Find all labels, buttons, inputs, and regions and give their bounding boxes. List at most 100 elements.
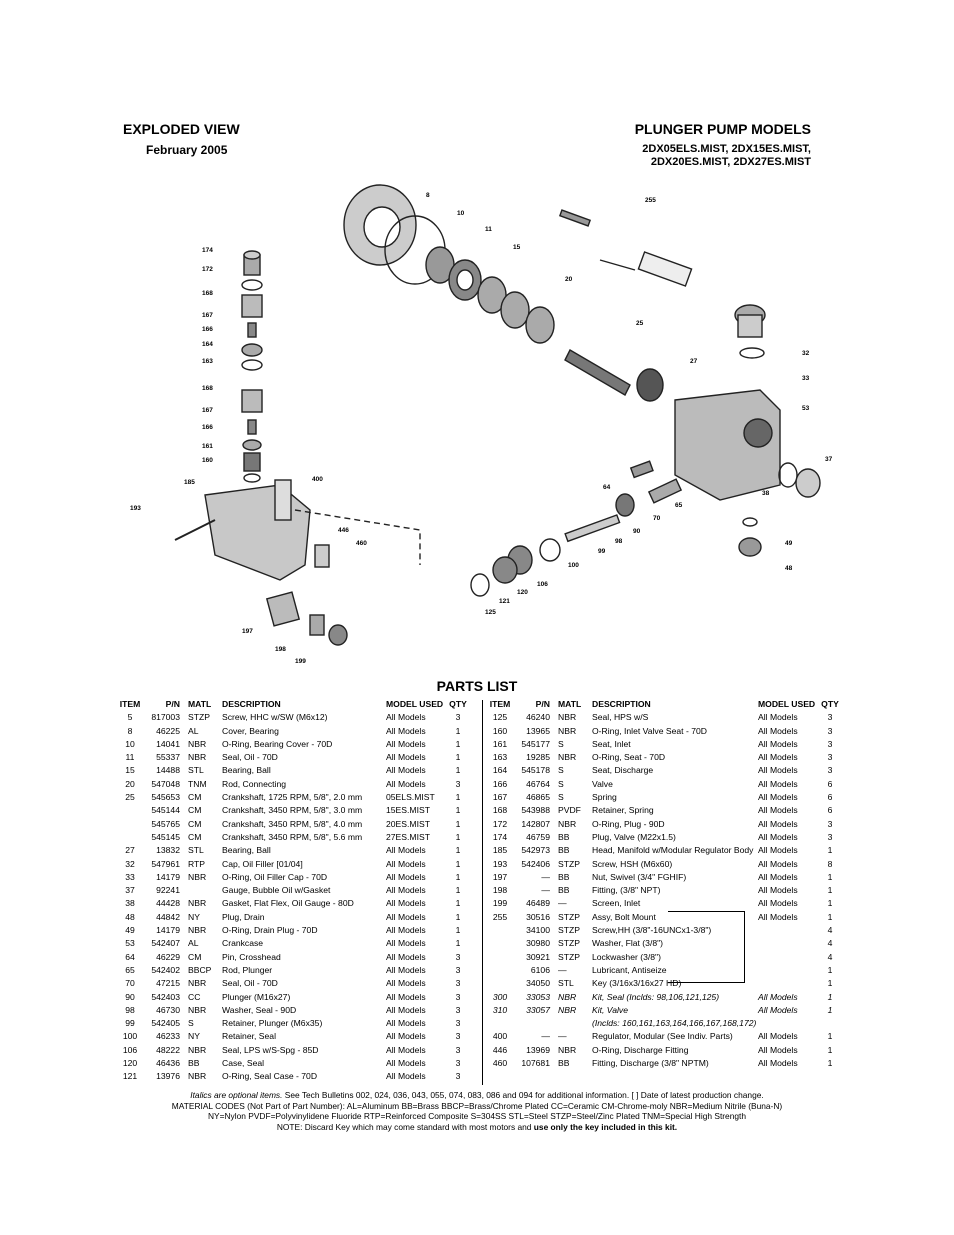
desc-cell: Retainer, Plunger (M6x35) [222,1018,323,1029]
model-cell [758,951,820,964]
callout: 65 [675,502,683,509]
pn-cell: 547048 [151,778,180,789]
desc-cell: O-Ring, Bearing Cover - 70D [222,738,333,749]
desc-cell: Crankshaft, 3450 RPM, 5/8", 4.0 mm [222,818,363,829]
qty-cell: 6 [827,778,833,789]
callout: 161 [202,443,213,450]
callout: 25 [636,320,644,327]
parts-list-title: PARTS LIST [436,678,518,694]
pn-cell: 34100 [526,925,550,936]
col-item: ITEM [489,699,511,709]
item-cell: 10 [125,738,135,749]
qty-cell: 1 [455,885,461,896]
date-label: February 2005 [146,143,228,157]
pn-cell: 542405 [151,1018,180,1029]
desc-cell: Fitting, (3/8" NPT) [592,885,661,896]
matl-cell [180,884,218,897]
callout: 446 [338,527,349,534]
callout: 167 [202,312,213,319]
item-cell: 400 [492,1031,508,1042]
matl-cell: BB [558,871,570,882]
page-title: EXPLODED VIEW [123,121,240,137]
matl-cell: CM [188,805,202,816]
desc-cell: Head, Manifold w/Modular Regulator Body [592,845,754,856]
matl-cell: NBR [188,1044,207,1055]
pn-cell: 13976 [156,1071,180,1082]
qty-cell: 3 [455,1071,461,1082]
pn-cell: 47215 [156,978,180,989]
qty-cell: 1 [455,938,461,949]
pn-cell: 46730 [156,1004,180,1015]
item-cell [488,937,512,950]
qty-cell: 1 [827,885,833,896]
item-cell [488,951,512,964]
desc-cell: Screw, HSH (M6x60) [592,858,673,869]
pn-cell: 92241 [156,885,180,896]
callout: 27 [690,358,698,365]
table-row: (Inclds: 160,161,163,164,166,167,168,172… [488,1017,840,1030]
model-cell: All Models [386,978,426,989]
qty-cell: 3 [827,765,833,776]
model-cell: All Models [758,871,798,882]
desc-cell: O-Ring, Discharge Fitting [592,1044,689,1055]
callout: 198 [275,646,286,653]
pn-cell: 543988 [521,805,550,816]
matl-cell: AL [188,938,199,949]
desc-cell: Plug, Drain [222,911,265,922]
callout: 90 [633,528,641,535]
desc-cell: Screw,HH (3/8"-16UNCx1-3/8") [592,925,712,936]
item-cell: 197 [492,871,508,882]
item-cell: 120 [122,1058,138,1069]
desc-cell: O-Ring, Drain Plug - 70D [222,925,318,936]
qty-cell: 3 [455,712,461,723]
italic-note: Italics are optional items. [190,1090,283,1100]
item-cell: 255 [492,911,508,922]
item-cell: 25 [125,792,135,803]
callout: 99 [598,548,606,555]
model-cell: All Models [386,898,426,909]
pn-cell: 46489 [526,898,550,909]
col-item: ITEM [119,699,141,709]
callout: 10 [457,210,465,217]
item-cell: 90 [125,991,135,1002]
pn-cell: 6106 [530,964,550,975]
matl-cell: S [558,738,564,749]
item-cell: 27 [125,845,135,856]
pn-cell: 48222 [156,1044,180,1055]
col-model: MODEL USED [386,699,444,709]
qty-cell: 6 [827,805,833,816]
callout: 167 [202,407,213,414]
pn-cell: — [541,885,550,896]
bulletin-note: See Tech Bulletins 002, 024, 036, 043, 0… [282,1090,764,1100]
matl-cell: S [558,778,564,789]
model-cell: All Models [386,885,426,896]
desc-cell: Crankcase [222,938,264,949]
matl-cell: NBR [188,898,207,909]
pn-cell: 33057 [526,1004,550,1015]
qty-cell: 3 [455,1004,461,1015]
col-desc: DESCRIPTION [592,699,651,709]
matl-cell: — [558,898,567,909]
pn-cell: 542406 [521,858,550,869]
kit-bracket [668,911,745,983]
matl-cell: TNM [188,778,207,789]
qty-cell: 1 [455,871,461,882]
matl-cell: STZP [558,938,580,949]
item-cell: 125 [492,712,508,723]
desc-cell: Bearing, Ball [222,845,271,856]
col-qty: QTY [821,699,839,709]
desc-cell: Crankshaft, 1725 RPM, 5/8", 2.0 mm [222,792,363,803]
model-cell: All Models [386,951,426,962]
qty-cell: 1 [827,978,833,989]
item-cell: 99 [125,1018,135,1029]
matl-cell: NBR [188,925,207,936]
item-cell: 310 [492,1004,508,1015]
matl-cell: CM [188,831,202,842]
model-cell: All Models [758,712,798,723]
